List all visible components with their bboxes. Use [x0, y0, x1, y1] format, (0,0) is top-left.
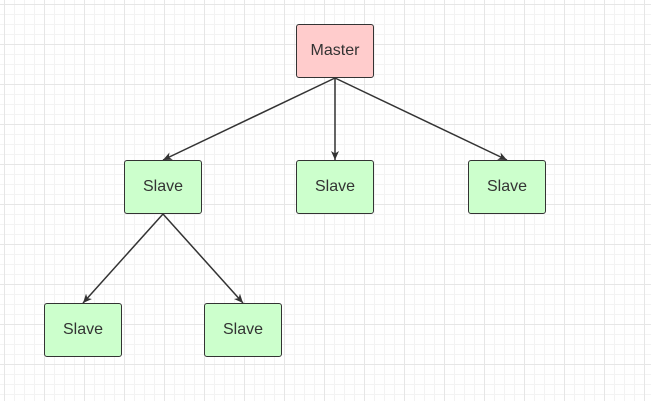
master-node[interactable]: Master	[296, 24, 374, 78]
edge-slave-1-to-slave-4	[82, 213, 164, 304]
slave-node-label: Slave	[486, 178, 528, 195]
slave-node-label: Slave	[314, 178, 356, 195]
slave-node[interactable]: Slave	[468, 160, 546, 214]
slave-node-label: Slave	[142, 178, 184, 195]
slave-node[interactable]: Slave	[124, 160, 202, 214]
slave-node-label: Slave	[62, 321, 104, 338]
slave-node[interactable]: Slave	[204, 303, 282, 357]
edge-slave-1-to-slave-5	[162, 213, 244, 304]
slave-node-label: Slave	[222, 321, 264, 338]
slave-node[interactable]: Slave	[44, 303, 122, 357]
slave-node[interactable]: Slave	[296, 160, 374, 214]
edge-master-to-slave-3	[334, 77, 508, 161]
master-node-label: Master	[310, 42, 360, 59]
edge-master-to-slave-1	[162, 77, 336, 161]
